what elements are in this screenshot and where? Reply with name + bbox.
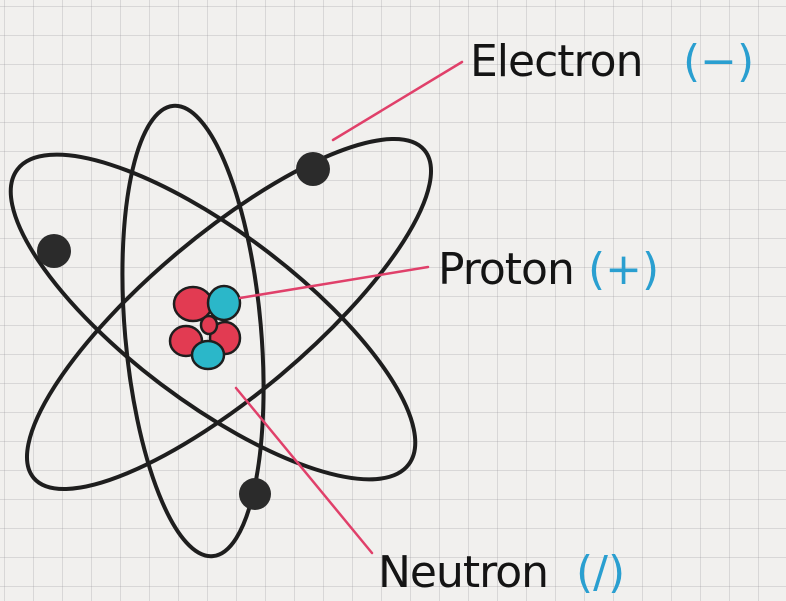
label-neutron: Neutron (/)	[378, 547, 625, 598]
neutron-particle	[190, 339, 226, 371]
proton-pointer	[238, 265, 430, 300]
electron-dot	[296, 152, 330, 186]
proton-label: Proton	[438, 244, 574, 295]
orbit-tilted-right	[25, 137, 433, 491]
electron-pointer	[331, 60, 464, 142]
label-electron: Electron (−)	[470, 36, 754, 87]
neutron-pointer	[234, 386, 374, 555]
orbit-vertical	[120, 103, 266, 559]
pointer-lines	[234, 60, 464, 555]
orbits	[8, 103, 433, 559]
proton-particle	[199, 314, 219, 336]
nucleus	[168, 284, 242, 371]
neutron-charge-symbol: (/)	[576, 547, 625, 598]
label-proton: Proton (+)	[438, 244, 659, 295]
orbit-tilted-left	[8, 152, 418, 482]
electron-charge-symbol: (−)	[683, 36, 754, 87]
electrons	[37, 152, 330, 510]
electron-label: Electron	[470, 36, 642, 87]
proton-charge-symbol: (+)	[588, 244, 659, 295]
electron-dot	[239, 478, 271, 510]
neutron-label: Neutron	[378, 547, 548, 598]
electron-dot	[37, 234, 71, 268]
neutron-particle	[206, 284, 242, 322]
